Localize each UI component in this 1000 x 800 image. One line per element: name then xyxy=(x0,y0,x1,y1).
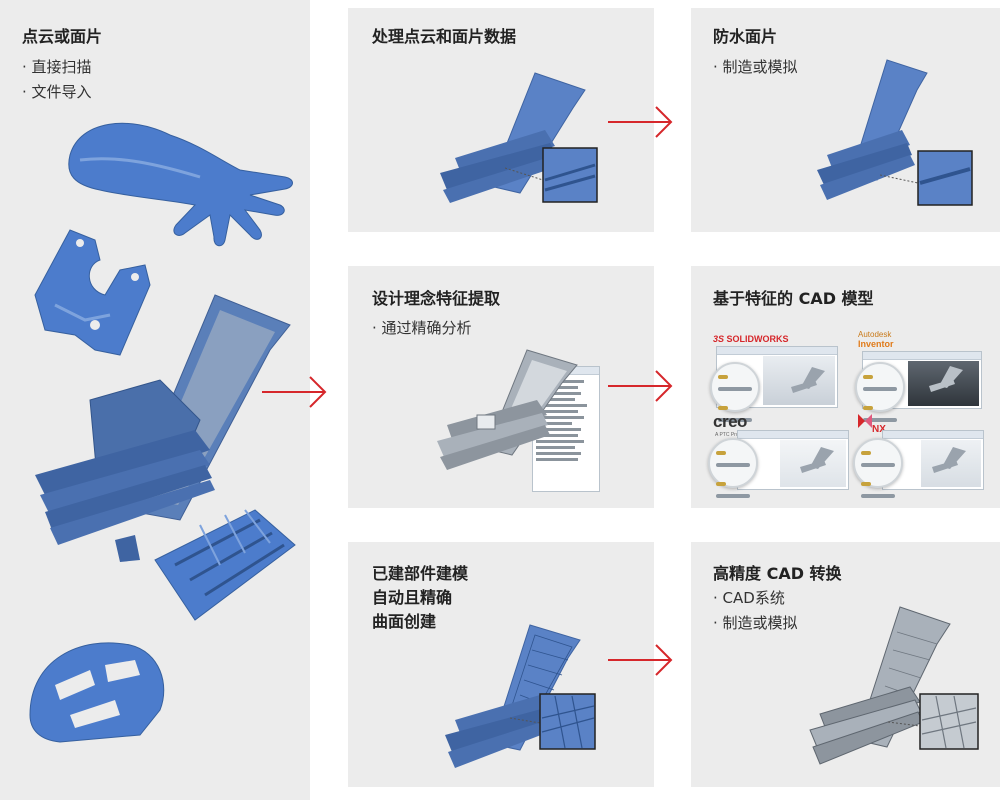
inventor-logo: Inventor xyxy=(858,339,894,349)
creo-logo: creo xyxy=(713,412,747,431)
solidworks-logo-text: SOLIDWORKS xyxy=(726,334,789,344)
surfacing-title-line-1: 已建部件建模 xyxy=(372,564,469,583)
nx-logo-text: NX xyxy=(872,424,886,435)
panel-watertight-title: 防水面片 xyxy=(713,27,778,46)
inventor-part-preview xyxy=(929,366,963,392)
panel-high-precision-title: 高精度 CAD 转换 xyxy=(713,564,842,583)
cad-detail-inset xyxy=(888,693,979,750)
blade-process-model xyxy=(440,72,586,203)
surfacing-title-line-2: 自动且精确 xyxy=(372,588,453,607)
blade-cad-model xyxy=(809,606,951,765)
creo-magnifier xyxy=(708,438,758,498)
design-intent-bullet-analysis: · 通过精确分析 xyxy=(372,319,472,337)
magnified-detail-inset xyxy=(505,147,598,203)
panel-process-data xyxy=(348,8,654,232)
surface-detail-inset xyxy=(510,693,596,750)
blade-scan-model xyxy=(35,294,291,562)
panel-process-data-title: 处理点云和面片数据 xyxy=(372,27,517,46)
watertight-bullet-manufacture: · 制造或模拟 xyxy=(713,58,798,76)
bracket-scan-model xyxy=(34,229,151,356)
creo-logo-subtitle: A PTC Product xyxy=(715,432,749,438)
left-bullet-direct-scan: · 直接扫描 xyxy=(22,58,92,76)
panel-feature-cad-title: 基于特征的 CAD 模型 xyxy=(713,289,874,308)
solidworks-logo: 3S SOLIDWORKS xyxy=(713,334,789,344)
nx-magnifier xyxy=(853,438,903,498)
nx-part-preview xyxy=(932,447,966,473)
watertight-detail-inset xyxy=(880,150,973,206)
arrow-surface-to-conversion xyxy=(608,644,673,676)
nx-logo-mark xyxy=(858,414,872,428)
arrow-left-to-middle xyxy=(262,376,327,408)
hand-scan-model xyxy=(68,122,293,247)
inventor-magnifier xyxy=(855,362,905,422)
left-panel-title: 点云或面片 xyxy=(22,27,103,46)
solidworks-logo-mark: 3S xyxy=(713,334,727,344)
solidworks-magnifier xyxy=(710,362,760,422)
blade-feature-model xyxy=(437,349,578,470)
left-bullet-file-import: · 文件导入 xyxy=(22,83,92,101)
surfacing-title-line-3: 曲面创建 xyxy=(372,612,437,631)
panel-design-intent xyxy=(348,266,654,508)
high-precision-bullet-cad: · CAD系统 xyxy=(713,589,785,607)
arrow-process-to-watertight xyxy=(608,106,673,138)
creo-part-preview xyxy=(800,447,834,473)
panel-design-intent-title: 设计理念特征提取 xyxy=(372,289,501,308)
high-precision-bullet-manufacture: · 制造或模拟 xyxy=(713,614,798,632)
autodesk-logo: Autodesk xyxy=(858,330,892,339)
arrow-design-to-cad xyxy=(608,370,673,402)
tire-tread-scan-model xyxy=(154,509,296,621)
helmet-scan-model xyxy=(29,642,165,743)
blade-watertight-model xyxy=(817,59,928,200)
solidworks-part-preview xyxy=(791,367,825,393)
